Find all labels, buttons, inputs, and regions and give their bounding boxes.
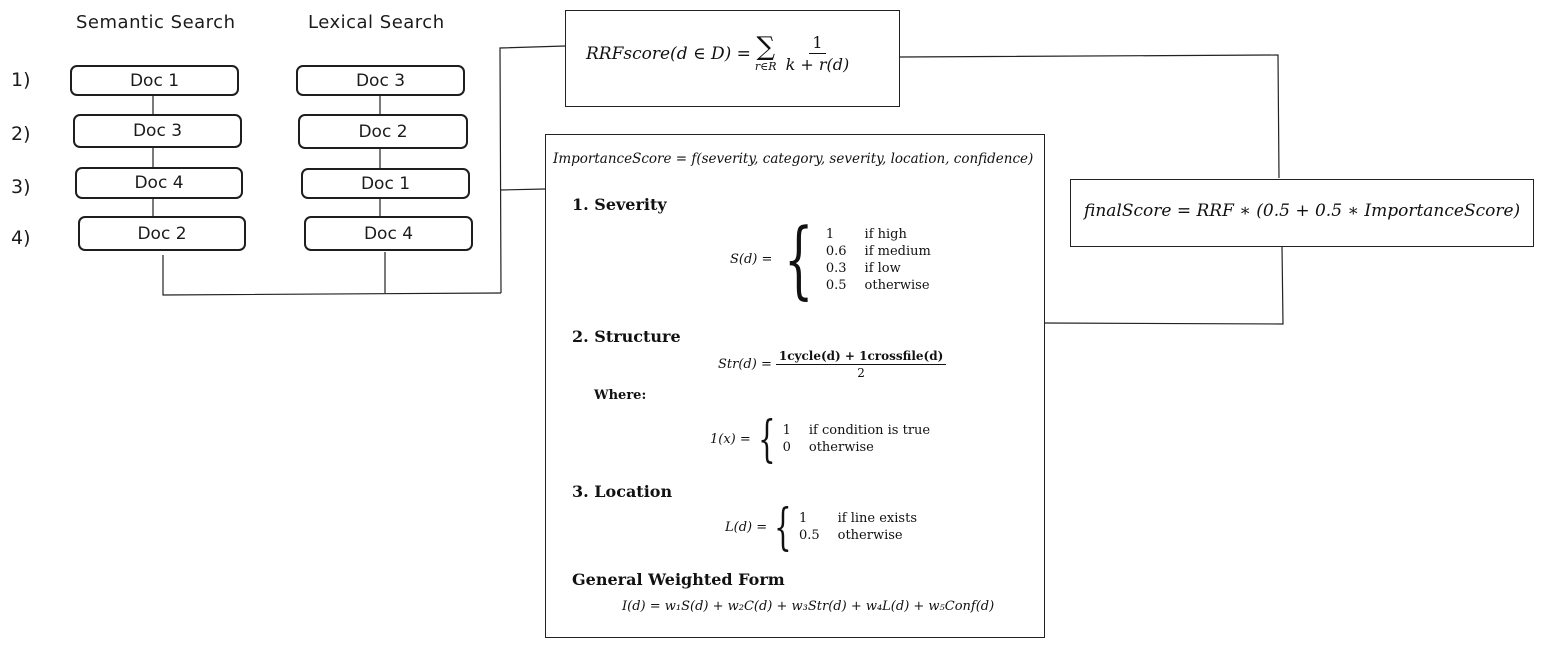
final-score-box: finalScore = RRF ∗ (0.5 + 0.5 ∗ Importan… bbox=[1070, 179, 1534, 247]
rrf-formula-box: RRFscore(d ∈ D) = ∑ r∈R 1 k + r(d) bbox=[565, 10, 900, 107]
severity-case-value: 0.5 bbox=[825, 277, 847, 293]
severity-case-condition: otherwise bbox=[864, 277, 930, 293]
lexical-doc-4: Doc 4 bbox=[304, 216, 473, 251]
indicator-case-value: 1 bbox=[782, 423, 791, 438]
location-cases: 1 if line exists 0.5 otherwise bbox=[799, 511, 917, 543]
semantic-doc-3: Doc 4 bbox=[75, 167, 243, 199]
severity-case-condition: if high bbox=[864, 226, 907, 242]
importance-to-final-line bbox=[1043, 245, 1284, 325]
lexical-search-title: Lexical Search bbox=[308, 12, 445, 33]
severity-lhs: S(d) = bbox=[730, 252, 773, 268]
rrf-to-final-line bbox=[899, 54, 1280, 179]
location-brace: { bbox=[774, 498, 792, 556]
indicator-case-value: 0 bbox=[782, 440, 791, 455]
semantic-doc-2: Doc 3 bbox=[73, 114, 242, 148]
severity-cases: 1 if high 0.6 if medium 0.3 if low 0.5 o… bbox=[826, 227, 931, 293]
rrf-lhs: RRFscore(d ∈ D) = bbox=[586, 43, 751, 64]
severity-formula: S(d) = { 1 if high 0.6 if medium 0.3 if … bbox=[730, 210, 931, 308]
semantic-doc-4: Doc 2 bbox=[78, 216, 246, 251]
lexical-doc-3: Doc 1 bbox=[301, 168, 470, 199]
bus-to-rrf-line bbox=[499, 45, 566, 294]
indicator-cases: 1 if condition is true 0 otherwise bbox=[783, 423, 931, 455]
severity-case-value: 0.6 bbox=[825, 243, 847, 259]
structure-numerator: 1cycle(d) + 1crossfile(d) bbox=[775, 349, 947, 365]
weighted-form-formula: I(d) = w₁S(d) + w₂C(d) + w₃Str(d) + w₄L(… bbox=[622, 599, 995, 614]
structure-formula: Str(d) = 1cycle(d) + 1crossfile(d) 2 bbox=[718, 349, 947, 380]
rrf-sum-symbol: ∑ bbox=[756, 32, 776, 62]
bus-to-importance-line bbox=[499, 188, 546, 191]
location-case-condition: if line exists bbox=[837, 511, 917, 526]
lexical-doc-1: Doc 3 bbox=[296, 65, 465, 96]
indicator-case-condition: if condition is true bbox=[808, 423, 931, 438]
location-lhs: L(d) = bbox=[725, 519, 768, 535]
weighted-form-heading: General Weighted Form bbox=[572, 570, 785, 589]
severity-case-value: 1 bbox=[825, 226, 835, 242]
indicator-brace: { bbox=[757, 410, 776, 468]
final-score-formula: finalScore = RRF ∗ (0.5 + 0.5 ∗ Importan… bbox=[1084, 201, 1521, 221]
severity-heading: 1. Severity bbox=[572, 195, 667, 214]
indicator-case-condition: otherwise bbox=[808, 440, 874, 455]
indicator-formula: 1(x) = { 1 if condition is true 0 otherw… bbox=[710, 410, 931, 468]
severity-case-value: 0.3 bbox=[825, 260, 847, 276]
structure-denominator: 2 bbox=[857, 366, 865, 380]
severity-case-condition: if low bbox=[864, 260, 901, 276]
rank-label-2: 2) bbox=[11, 123, 31, 145]
semantic-search-title: Semantic Search bbox=[76, 12, 236, 33]
rrf-sum-subscript: r∈R bbox=[754, 60, 777, 73]
rank-label-3: 3) bbox=[11, 176, 31, 198]
location-formula: L(d) = { 1 if line exists 0.5 otherwise bbox=[725, 498, 917, 556]
location-case-value: 0.5 bbox=[798, 528, 820, 543]
structure-lhs: Str(d) = bbox=[718, 357, 772, 372]
indicator-lhs: 1(x) = bbox=[710, 431, 751, 447]
lexical-doc-2: Doc 2 bbox=[298, 114, 468, 149]
location-case-value: 1 bbox=[798, 511, 808, 526]
location-case-condition: otherwise bbox=[837, 528, 903, 543]
importance-score-box: ImportanceScore = f(severity, category, … bbox=[545, 134, 1045, 638]
location-heading: 3. Location bbox=[572, 482, 673, 501]
importance-definition: ImportanceScore = f(severity, category, … bbox=[553, 151, 1034, 167]
semantic-to-merge-line bbox=[162, 255, 502, 296]
rrf-denominator: k + r(d) bbox=[785, 55, 850, 74]
severity-brace: { bbox=[784, 210, 814, 308]
severity-case-condition: if medium bbox=[864, 243, 931, 259]
structure-heading: 2. Structure bbox=[572, 327, 681, 346]
rank-label-4: 4) bbox=[11, 227, 31, 249]
rrf-numerator: 1 bbox=[809, 33, 826, 54]
rank-label-1: 1) bbox=[11, 69, 31, 91]
structure-where-label: Where: bbox=[594, 388, 647, 403]
semantic-doc-1: Doc 1 bbox=[70, 65, 239, 96]
